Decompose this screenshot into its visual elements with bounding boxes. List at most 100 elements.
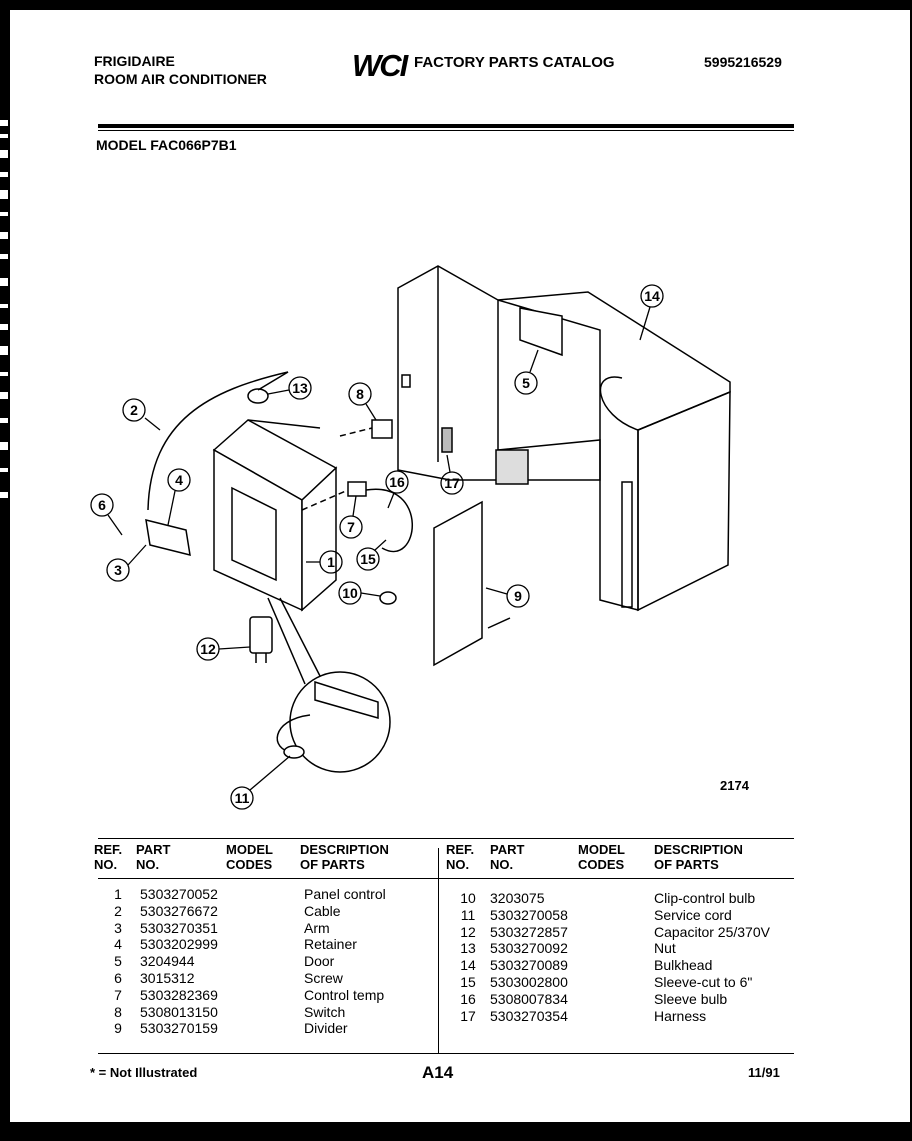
part-description: Cable [304, 902, 341, 919]
bulkhead-grille [495, 449, 529, 485]
ref-number: 7 [114, 986, 122, 1003]
header-codes-left: MODEL CODES [226, 842, 273, 872]
table-row: 3 5303270351 Arm [96, 920, 444, 937]
ref-number: 3 [114, 919, 122, 936]
ref-number: 9 [114, 1020, 122, 1037]
header-rule [98, 124, 794, 128]
ref-number: 8 [114, 1003, 122, 1020]
figure-number: 2174 [720, 778, 750, 793]
part-description: Sleeve-cut to 6" [654, 973, 753, 990]
model-codes [262, 920, 304, 937]
product-name: ROOM AIR CONDITIONER [94, 71, 267, 87]
control-panel-cutout [231, 486, 277, 582]
callout-12: 12 [200, 641, 216, 657]
header-part-right: PART NO. [490, 842, 525, 872]
ref-number: 14 [460, 957, 476, 974]
ref-number: 13 [460, 940, 476, 957]
part-number: 5303270092 [490, 940, 568, 957]
table-bottom-rule [98, 1053, 794, 1054]
brand-name: FRIGIDAIRE [94, 53, 175, 69]
ref-number: 12 [460, 923, 476, 940]
control-panel-side [301, 466, 337, 612]
table-top-rule [98, 838, 794, 839]
model-codes [612, 907, 654, 924]
table-row: 13 5303270092 Nut [446, 940, 794, 957]
not-illustrated-note: * = Not Illustrated [90, 1065, 198, 1080]
part-number: 5303270159 [140, 1020, 218, 1037]
model-label: MODEL FAC066P7B1 [96, 137, 237, 153]
catalog-number: 5995216529 [704, 54, 782, 70]
part-description: Screw [304, 969, 343, 986]
part-description: Arm [304, 919, 330, 936]
part-number: 5303270351 [140, 919, 218, 936]
part-description: Clip-control bulb [654, 890, 756, 906]
capacitor-part [249, 616, 273, 654]
model-codes [262, 936, 304, 953]
header-codes-right: MODEL CODES [578, 842, 625, 872]
detail-magnifier [289, 671, 391, 773]
callout-15: 15 [360, 551, 376, 567]
model-codes [612, 924, 654, 941]
header-part-left: PART NO. [136, 842, 171, 872]
callout-6: 6 [98, 497, 106, 513]
ref-number: 11 [460, 906, 476, 923]
model-codes [262, 987, 304, 1004]
header-ref-right: REF. NO. [446, 842, 475, 872]
model-codes [612, 957, 654, 974]
part-description: Bulkhead [654, 957, 713, 974]
table-row: 11 5303270058 Service cord [446, 907, 794, 924]
part-number: 3204944 [140, 953, 195, 970]
part-description: Nut [654, 940, 676, 957]
revision-date: 11/91 [748, 1065, 780, 1080]
callout-7: 7 [347, 519, 355, 535]
cable-part [147, 371, 289, 511]
model-codes [262, 903, 304, 920]
ref-number: 2 [114, 902, 122, 919]
part-number: 5303270058 [490, 906, 568, 923]
part-description: Switch [304, 1003, 346, 1020]
scan-edge-marks [0, 120, 10, 540]
retainer-part [145, 518, 191, 557]
ref-number: 5 [114, 953, 122, 970]
fan-opening [599, 376, 639, 431]
part-number: 5303270052 [140, 886, 218, 902]
part-description: Capacitor 25/370V [654, 923, 770, 940]
table-row: 5 3204944 Door [96, 953, 444, 970]
model-codes [612, 940, 654, 957]
part-description: Service cord [654, 906, 732, 923]
part-number: 5303270089 [490, 957, 568, 974]
part-description: Retainer [304, 936, 357, 953]
model-codes [262, 1004, 304, 1021]
callout-13: 13 [292, 380, 308, 396]
divider-part [433, 500, 483, 667]
ref-number: 6 [114, 969, 122, 986]
ref-number: 4 [114, 936, 122, 953]
part-number: 5303002800 [490, 973, 568, 990]
callout-5: 5 [522, 375, 530, 391]
model-codes [612, 1008, 654, 1025]
catalog-page: FRIGIDAIRE ROOM AIR CONDITIONER WCI FACT… [10, 10, 910, 1122]
page-code: A14 [422, 1063, 454, 1082]
model-codes [262, 970, 304, 987]
ref-number: 10 [460, 890, 476, 906]
callout-8: 8 [356, 386, 364, 402]
callout-11: 11 [235, 790, 250, 806]
part-description: Door [304, 953, 335, 970]
exploded-parts-diagram: 1 2 3 4 5 6 7 8 9 10 11 12 13 14 15 16 1… [90, 265, 750, 810]
header-desc-left: DESCRIPTION OF PARTS [300, 842, 389, 872]
control-temp-part [347, 481, 367, 497]
harness-connector [441, 427, 453, 453]
callout-14: 14 [644, 288, 660, 304]
nut-part [247, 388, 269, 404]
